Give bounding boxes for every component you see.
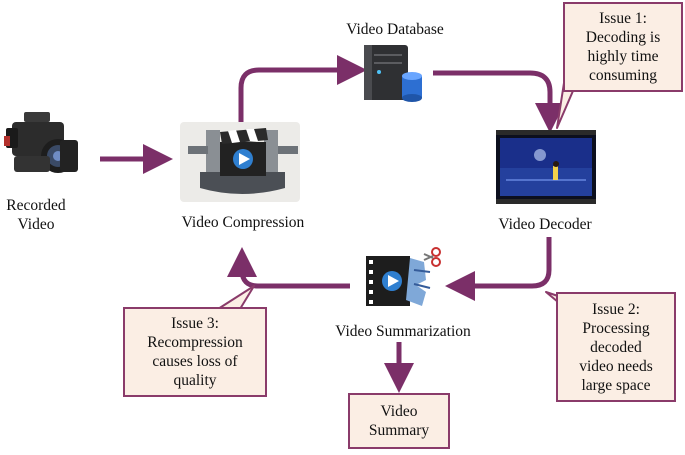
video-camera-icon [4, 112, 78, 173]
issue2-callout: Issue 2: Processing decoded video needs … [556, 292, 676, 402]
video-summary-label: Video Summary [368, 403, 430, 439]
recorded-video-label: Recorded Video [6, 197, 66, 233]
issue3-text: Issue 3: Recompression causes loss of qu… [147, 315, 243, 389]
video-compression-label: Video Compression [181, 214, 305, 231]
issue3-callout-pointer [217, 285, 255, 310]
video-database-label: Video Database [346, 21, 444, 38]
issue1-text: Issue 1: Decoding is highly time consumi… [585, 10, 661, 84]
server-database-icon [364, 45, 422, 102]
issue2-text: Issue 2: Processing decoded video needs … [579, 300, 653, 394]
video-frame-icon [496, 130, 596, 204]
film-strip-scissors-icon [366, 247, 441, 306]
issue1-callout: Issue 1: Decoding is highly time consumi… [563, 2, 683, 92]
arrow-database-to-decoder [433, 70, 565, 133]
arrow-compression-to-database [238, 55, 367, 122]
clapper-clamp-icon [180, 122, 300, 202]
issue3-callout: Issue 3: Recompression causes loss of qu… [123, 307, 267, 397]
arrow-summarization-to-compression [227, 247, 350, 289]
video-decoder-label: Video Decoder [498, 216, 592, 233]
video-summary-box: Video Summary [348, 393, 450, 449]
arrow-decoder-to-summarization [445, 237, 552, 301]
video-summarization-label: Video Summarization [335, 323, 471, 340]
